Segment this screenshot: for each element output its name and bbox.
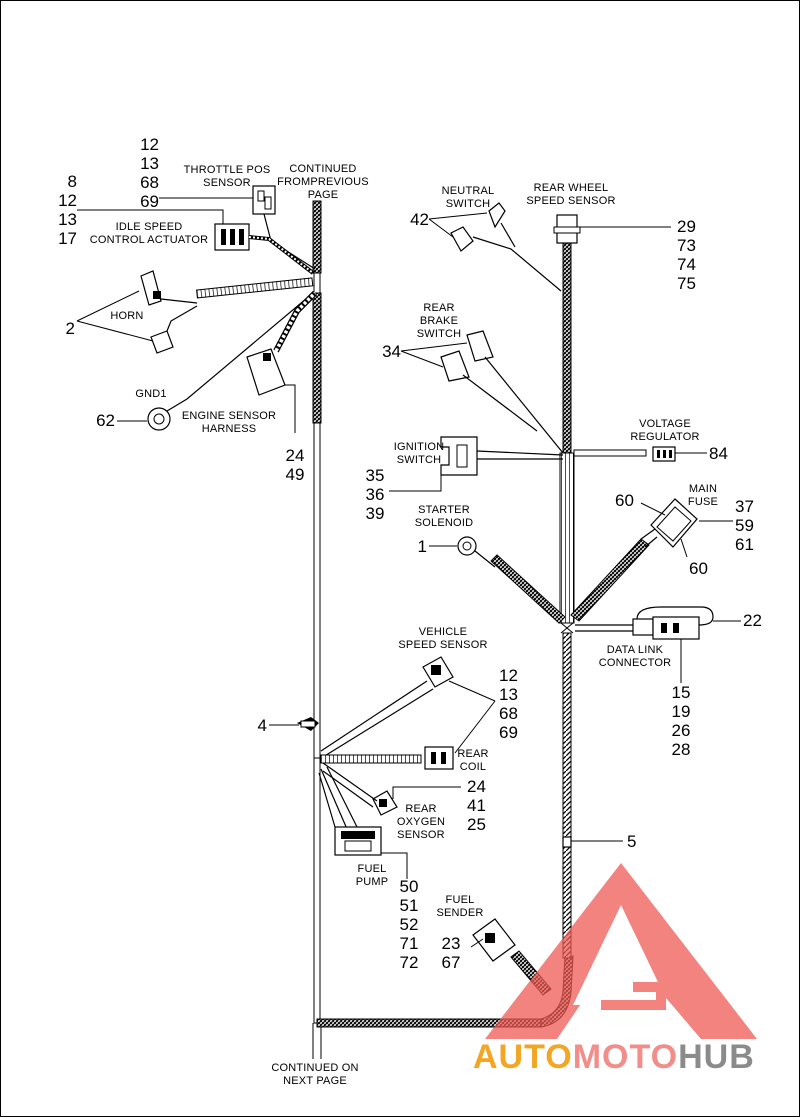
vehicle-speed-sensor-branch (320, 656, 454, 758)
engine-sensor-harness-connector (246, 290, 318, 396)
watermark-auto: AUTO (473, 1038, 573, 1076)
starter-solenoid-terminal (457, 536, 566, 624)
data-link-callout-number: 22 (743, 611, 762, 630)
data-link-callout-numbers: 15 19 26 28 (671, 683, 691, 759)
throttle-callout-numbers: 12 13 68 69 (140, 135, 159, 211)
rear-coil-label: REAR COIL (457, 748, 489, 773)
neutral-switch-callout-number: 42 (410, 210, 429, 229)
rear-brake-switch-branch (440, 330, 564, 454)
rear-brake-switch-label: REAR BRAKE SWITCH (416, 302, 462, 340)
left-main-harness (312, 200, 322, 1059)
watermark-hub: HUB (678, 1038, 755, 1076)
rear-oxygen-callout-numbers: 24 41 25 (467, 777, 486, 834)
engine-sensor-callout-numbers: 24 49 (285, 446, 305, 484)
fuel-sender-callout-numbers: 23 67 (441, 934, 461, 972)
automotohub-logo (485, 863, 757, 1039)
rear-oxygen-sensor-branch (322, 762, 398, 816)
main-fuse-holder (570, 498, 698, 622)
rear-wheel-speed-sensor-label: REAR WHEEL SPEED SENSOR (526, 182, 616, 207)
vehicle-speed-sensor-label: VEHICLE SPEED SENSOR (398, 626, 488, 651)
harness-clip (297, 717, 319, 731)
idle-speed-actuator-connector (214, 223, 315, 275)
harness-clip-callout-number: 4 (257, 716, 267, 735)
voltage-regulator-label: VOLTAGE REGULATOR (630, 418, 700, 443)
rear-brake-callout-number: 34 (382, 342, 401, 361)
horn-label: HORN (110, 310, 144, 322)
neutral-switch-branch (450, 202, 562, 292)
rear-wheel-callout-numbers: 29 73 74 75 (677, 217, 696, 293)
watermark-moto: MOTO (572, 1038, 679, 1076)
data-link-connector-label: DATA LINK CONNECTOR (598, 644, 672, 669)
fuel-pump-connector (318, 766, 382, 856)
engine-sensor-harness-label: ENGINE SENSOR HARNESS (181, 410, 277, 435)
idle-callout-numbers: 8 12 13 17 (58, 172, 77, 248)
fuel-pump-callout-numbers: 50 51 52 71 72 (399, 877, 419, 972)
starter-solenoid-callout-number: 1 (417, 537, 427, 556)
fuel-pump-label: FUEL PUMP (355, 863, 389, 888)
idle-speed-control-actuator-label: IDLE SPEED CONTROL ACTUATOR (89, 221, 209, 246)
ignition-switch-label: IGNITION SWITCH (393, 441, 445, 466)
ignition-callout-numbers: 35 36 39 (365, 466, 385, 523)
fuel-sender-label: FUEL SENDER (436, 894, 484, 919)
starter-solenoid-label: STARTER SOLENOID (414, 504, 474, 529)
throttle-pos-sensor-label: THROTTLE POS SENSOR (183, 164, 271, 189)
gnd1-label: GND1 (135, 388, 167, 400)
main-harness-callout-number: 5 (627, 832, 637, 851)
leader-lines (76, 197, 741, 948)
continued-on-next-page-label: CONTINUED ON NEXT PAGE (271, 1062, 359, 1087)
main-fuse-callout-numbers: 37 59 61 (735, 497, 754, 554)
automotohub-watermark: AUTOMOTOHUB (473, 1037, 793, 1077)
continued-from-previous-page-label: CONTINUED FROMPREVIOUS PAGE (277, 163, 369, 201)
right-main-harness (559, 240, 575, 959)
neutral-switch-label: NEUTRAL SWITCH (441, 185, 495, 210)
horn-branch (140, 270, 314, 354)
main-fuse-label: MAIN FUSE (687, 483, 719, 508)
voltage-regulator-connector (573, 446, 676, 462)
horn-callout-number: 2 (65, 319, 75, 338)
rear-wheel-speed-sensor-connector (553, 214, 581, 244)
rear-coil-branch (320, 746, 454, 770)
gnd1-ring-terminal (147, 292, 314, 431)
data-link-connector (575, 606, 714, 640)
main-fuse-callout-60-lower: 60 (689, 559, 708, 578)
speed-coil-callout-numbers: 12 13 68 69 (499, 666, 518, 742)
voltage-regulator-callout-number: 84 (709, 444, 728, 463)
gnd1-callout-number: 62 (96, 411, 115, 430)
rear-oxygen-sensor-label: REAR OXYGEN SENSOR (396, 803, 446, 841)
ignition-switch-connector (440, 436, 564, 476)
main-fuse-callout-60-upper: 60 (615, 491, 634, 510)
